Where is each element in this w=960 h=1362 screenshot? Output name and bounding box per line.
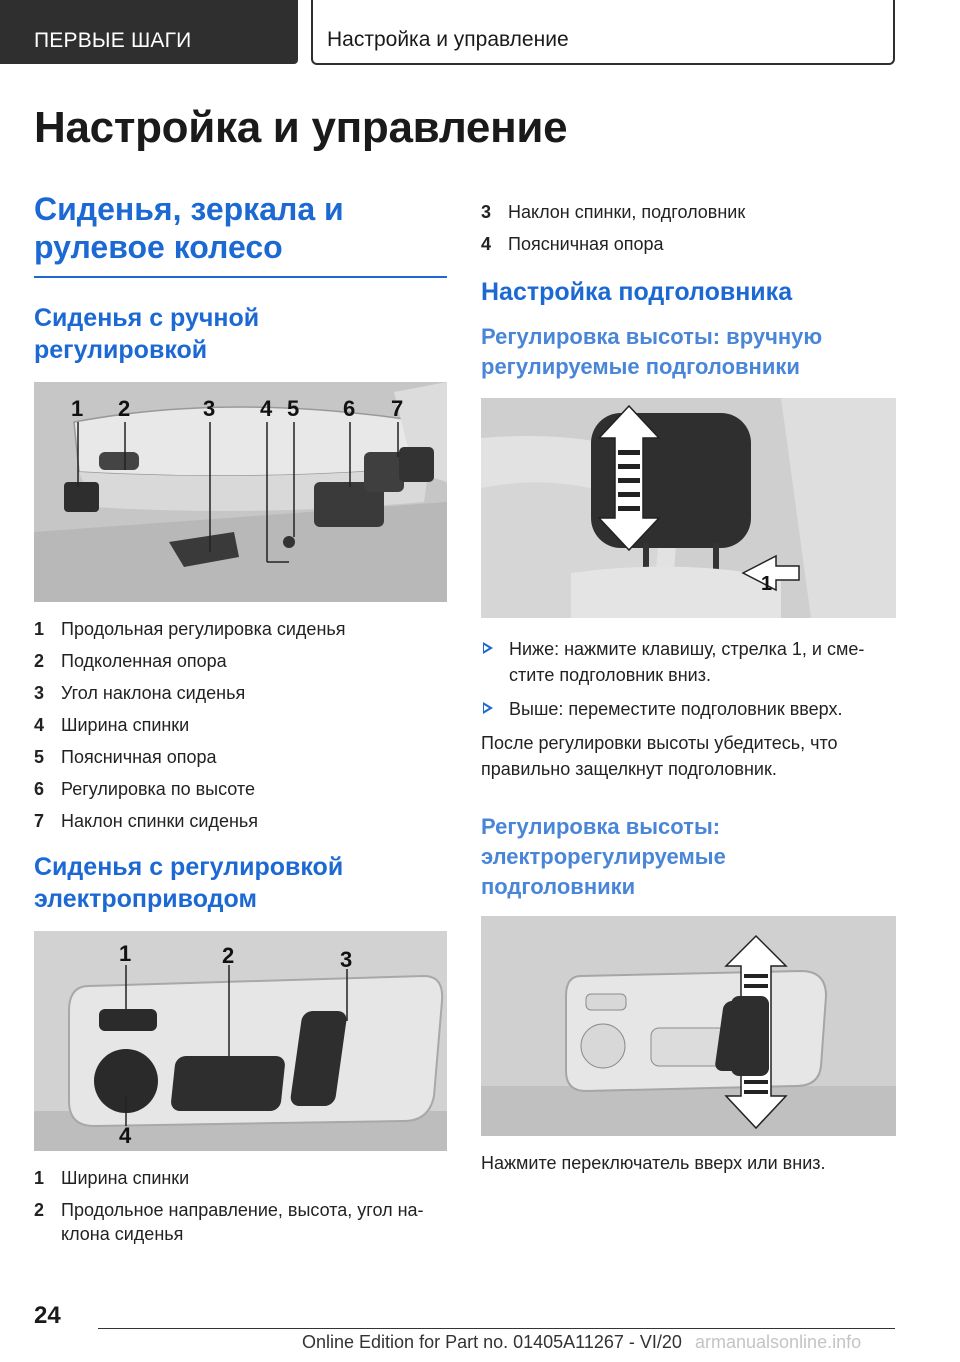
fig-label-4: 4 [260,396,273,421]
legend-text: Продольная регулировка сиденья [61,619,346,639]
headrest-note: После регулировки высоты убедитесь, что … [481,733,838,779]
left-column: Сиденья, зеркала и рулевое колесо Сидень… [34,190,447,1254]
legend-num: 3 [34,683,45,703]
electric-headrest-caption: Нажмите переключатель вверх или вниз. [481,1153,826,1173]
legend-num: 2 [34,1200,45,1220]
fig-label-2: 2 [118,396,130,421]
legend-text: Поясничная опора [61,747,217,767]
fig-label-1: 1 [71,396,83,421]
legend-num: 7 [34,811,45,831]
efig-label-1: 1 [119,941,131,966]
electric-height-heading-line2: электрорегулируемые [481,844,726,869]
manual-height-heading: Регулировка высоты: вручную регулируемые… [481,322,896,382]
electric-seats-heading: Сиденья с регулировкой электроприводом [34,851,447,915]
legend-num: 4 [481,234,492,254]
section-title-line2: рулевое колесо [34,229,283,265]
legend-item: 4 Ширина спинки [34,713,447,737]
electric-seat-figure: 1 2 3 4 [34,931,447,1151]
legend-text: Наклон спинки сиденья [61,811,259,831]
headrest-electric-figure [481,916,896,1136]
legend-text: Угол наклона сиденья [61,683,246,703]
manual-seat-legend: 1 Продольная регулировка сиденья 2 Подколе… [34,617,447,833]
manual-height-heading-line2: регулируемые подголовники [481,354,800,379]
step-raise-text: Выше: переместите подголовник вверх. [509,699,843,719]
efig-label-3: 3 [340,947,352,972]
legend-text: Наклон спинки, подголовник [508,202,746,222]
chapter-tab: Настройка и управление [311,0,895,65]
legend-num: 4 [34,715,45,735]
legend-item: 1 Продольная регулировка сиденья [34,617,447,641]
watermark: armanualsonline.info [695,1332,862,1352]
legend-num: 6 [34,779,45,799]
headrest-manual-figure: 1 [481,398,896,618]
footer-edition: Online Edition for Part no. 01405A11267 … [302,1332,682,1352]
section-rule [34,276,447,278]
headrest-electric-illustration [481,916,896,1136]
headrest-manual-steps: Ниже: нажмите клавишу, стрелка 1, и сме-… [481,636,896,722]
manual-height-heading-line1: Регулировка высоты: вручную [481,324,823,349]
fig-label-5: 5 [287,396,299,421]
electric-seat-legend-continued: 3 Наклон спинки, подголовник 4 Поясничная … [481,200,896,256]
legend-text: Ширина спинки [61,715,190,735]
legend-item: 1 Ширина спинки [34,1166,447,1190]
footer-rule [98,1328,895,1329]
legend-num: 3 [481,202,492,222]
legend-text: Ширина спинки [61,1168,190,1188]
step-lower: Ниже: нажмите клавишу, стрелка 1, и сме-… [481,636,896,688]
headrest-heading: Настройка подголовника [481,278,793,306]
manual-seat-figure: 1 2 3 4 5 6 7 [34,382,447,602]
legend-text: Поясничная опора [508,234,664,254]
legend-item: 7 Наклон спинки сиденья [34,809,447,833]
electric-seats-heading-line1: Сиденья с регулировкой [34,853,344,881]
step-raise: Выше: переместите подголовник вверх. [481,696,896,722]
manual-seats-heading-line1: Сиденья с ручной [34,304,260,332]
page-title: Настройка и управление [34,103,568,152]
electric-seat-illustration: 1 2 3 4 [34,931,447,1151]
step-lower-text: Ниже: нажмите клавишу, стрелка 1, и сме-… [509,639,865,685]
efig-label-4: 4 [119,1123,132,1148]
legend-num: 1 [34,619,45,639]
legend-item: 6 Регулировка по высоте [34,777,447,801]
right-column: 3 Наклон спинки, подголовник 4 Поясничная … [481,200,896,1176]
manual-seat-illustration: 1 2 3 4 5 6 7 [34,382,447,602]
legend-text: Регулировка по высоте [61,779,255,799]
legend-item: 2 Продольное направление, высота, угол на… [34,1198,447,1246]
section-tab-label: ПЕРВЫЕ ШАГИ [34,29,192,52]
legend-num: 5 [34,747,45,767]
fig-label-3: 3 [203,396,215,421]
chapter-tab-label: Настройка и управление [327,28,569,51]
manual-seats-heading-line2: регулировкой [34,336,208,364]
electric-height-heading-line1: Регулировка высоты: [481,814,721,839]
triangle-bullet-icon [483,642,493,654]
legend-num: 2 [34,651,45,671]
headrest-manual-illustration: 1 [481,398,896,618]
electric-seats-heading-line2: электроприводом [34,885,257,913]
legend-text: Продольное направление, высота, угол на-… [61,1200,424,1244]
efig-label-2: 2 [222,943,234,968]
legend-item: 5 Поясничная опора [34,745,447,769]
legend-item: 3 Наклон спинки, подголовник [481,200,896,224]
manual-seats-heading: Сиденья с ручной регулировкой [34,302,447,366]
legend-num: 1 [34,1168,45,1188]
electric-height-heading-line3: подголовники [481,874,636,899]
page-number: 24 [34,1302,61,1329]
headrest-fig-label: 1 [761,573,772,595]
fig-label-6: 6 [343,396,355,421]
legend-item: 4 Поясничная опора [481,232,896,256]
section-tab: ПЕРВЫЕ ШАГИ [0,0,298,64]
legend-item: 2 Подколенная опора [34,649,447,673]
section-title: Сиденья, зеркала и рулевое колесо [34,190,447,266]
legend-item: 3 Угол наклона сиденья [34,681,447,705]
fig-label-7: 7 [391,396,403,421]
electric-height-heading: Регулировка высоты: электрорегулируемые … [481,812,896,902]
triangle-bullet-icon [483,702,493,714]
section-title-line1: Сиденья, зеркала и [34,191,344,227]
legend-text: Подколенная опора [61,651,227,671]
electric-seat-legend: 1 Ширина спинки 2 Продольное направление, … [34,1166,447,1246]
